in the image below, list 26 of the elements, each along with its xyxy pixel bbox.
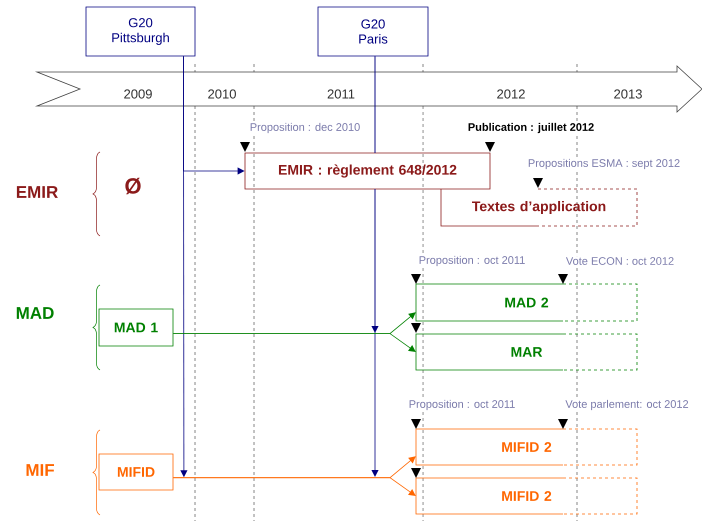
year-label: 2012 bbox=[496, 88, 526, 100]
process-box: MAR bbox=[416, 334, 638, 370]
process-box: G20 Pittsburgh bbox=[86, 6, 196, 56]
process-box: MAD 1 bbox=[98, 308, 174, 346]
milestone-note: Proposition : oct 2011 bbox=[418, 254, 526, 268]
year-label: 2009 bbox=[122, 88, 154, 100]
empty-set-symbol: Ø bbox=[123, 176, 143, 196]
year-label: 2010 bbox=[206, 88, 238, 100]
process-box: MIFID 2 bbox=[416, 478, 638, 514]
process-box: G20 Paris bbox=[318, 6, 428, 56]
year-label: 2011 bbox=[326, 88, 356, 100]
process-box: EMIR : règlement 648/2012 bbox=[244, 152, 490, 190]
milestone-note: Proposition : oct 2011 bbox=[408, 398, 516, 412]
milestone-note: Publication : juillet 2012 bbox=[466, 122, 596, 134]
milestone-note: Propositions ESMA : sept 2012 bbox=[526, 158, 682, 170]
group-label: MIF bbox=[24, 463, 56, 477]
process-box: Textes d’application bbox=[440, 188, 638, 226]
process-box: MAD 2 bbox=[416, 284, 638, 322]
process-box: MIFID bbox=[98, 454, 174, 490]
milestone-note: Vote parlement: oct 2012 bbox=[564, 398, 690, 412]
process-box: MIFID 2 bbox=[416, 428, 638, 466]
group-label: MAD bbox=[14, 306, 56, 320]
year-label: 2013 bbox=[612, 88, 644, 100]
milestone-note: Proposition : dec 2010 bbox=[248, 122, 362, 134]
group-label: EMIR bbox=[14, 185, 60, 199]
milestone-note: Vote ECON : oct 2012 bbox=[564, 256, 676, 266]
